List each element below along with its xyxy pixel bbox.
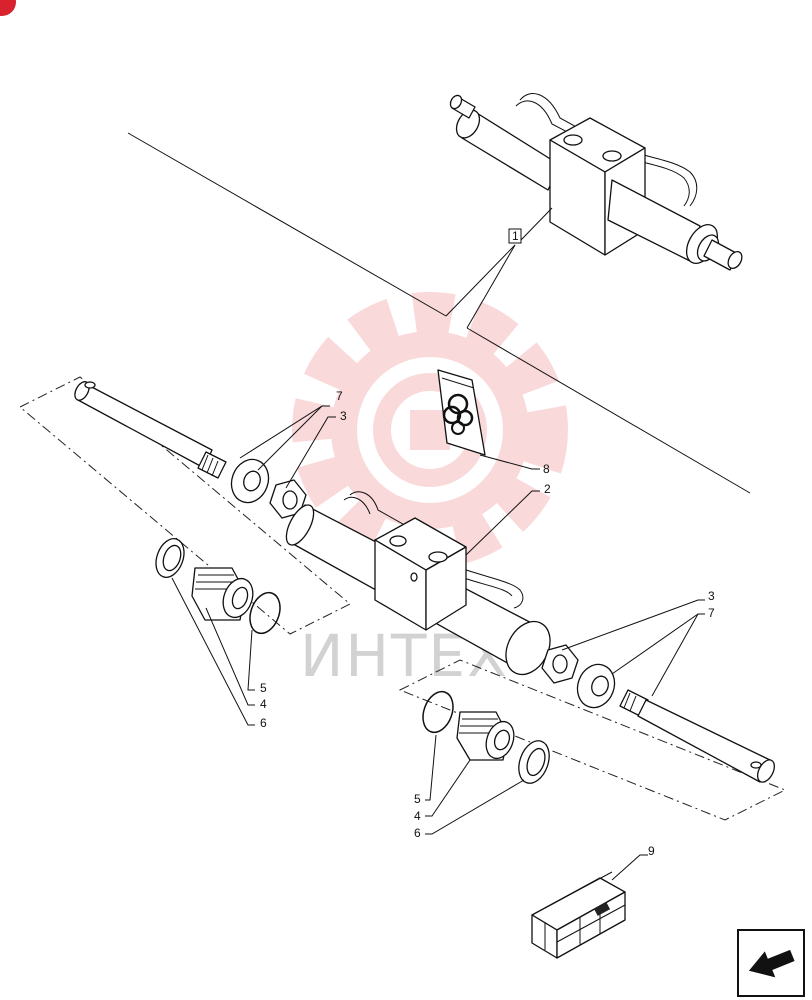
left-piston-rod [74,381,227,479]
leader-line [520,207,553,241]
next-page-arrow-icon[interactable] [737,929,805,997]
callout-4-left: 4 [260,697,267,711]
washer-7-left [230,458,270,504]
washer-7-right [576,663,616,709]
brand-corner-icon [0,0,16,16]
callout-2: 2 [544,482,551,496]
callout-4-right: 4 [414,809,421,823]
callout-6-left: 6 [260,716,267,730]
nut-3-left [269,479,307,519]
leader-line [479,454,540,470]
leader-line [651,613,699,697]
leader-line [611,613,705,675]
packaging-crate [531,871,626,959]
lock-ring-6-right [518,740,550,784]
dashed-group-outline-left [19,376,351,635]
leader-line [257,405,323,471]
callout-3-right: 3 [708,589,715,603]
oring-5-right [422,690,454,734]
callout-1: 1 [512,229,519,243]
reference-line [127,132,447,317]
leader-line [247,629,255,691]
cylinder-body [285,491,551,676]
callout-5-right: 5 [414,792,421,806]
reference-line [466,327,751,494]
callout-7-left: 7 [336,389,343,403]
leader-line [445,244,516,317]
leader-line [425,779,525,835]
callout-9: 9 [648,844,655,858]
leader-line [611,854,648,881]
leader-line [466,244,516,329]
callout-5-left: 5 [260,681,267,695]
oring-5-left [249,591,281,635]
leader-line [561,599,705,651]
callout-7-right: 7 [708,606,715,620]
callout-6-right: 6 [414,826,421,840]
leader-line [171,577,255,726]
leader-line [285,416,336,489]
watermark-gear-logo [292,292,568,568]
gland-4-left [191,567,254,621]
callout-8: 8 [543,462,550,476]
leader-line [425,759,471,817]
dashed-group-outline-right [398,659,787,821]
gland-4-right [456,711,515,761]
assembled-cylinder [449,93,743,271]
callout-3-left: 3 [340,409,347,423]
callout-box-1 [508,228,522,244]
leader-line [465,490,540,556]
leader-line [425,734,437,801]
seal-kit-bag [437,369,486,456]
lock-ring-6-left [155,538,185,578]
nut-3-right [541,644,579,684]
right-piston-rod [619,689,776,783]
leader-line [205,607,255,706]
